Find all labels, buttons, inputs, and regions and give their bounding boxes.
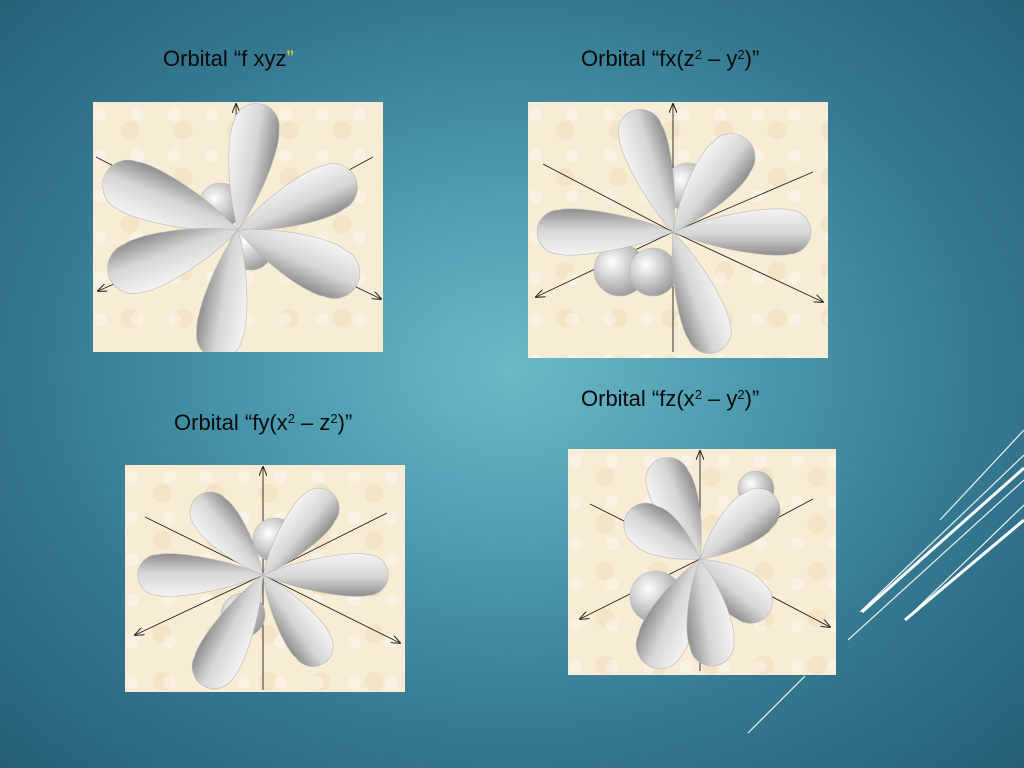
orbital-label-fxyz: Orbital “f xyz”	[163, 46, 294, 71]
orbital-lobe-3	[536, 208, 674, 256]
orbital-label-fy-x2-z2: Orbital “fy(x2 – z2)”	[174, 410, 353, 435]
orbital-lobe-2	[262, 487, 340, 576]
orbital-lobe-2	[672, 133, 756, 233]
orbital-lobe-5	[671, 231, 732, 354]
orbital-lobe-2	[237, 163, 358, 231]
orbital-lobe-6	[262, 574, 334, 667]
axis-line	[672, 231, 823, 302]
orbital-lobe-2	[623, 502, 701, 560]
orbital-diagram-fx-z2-y2	[528, 102, 828, 358]
orbital-lobe-6	[686, 558, 735, 667]
orbital-lobe-1	[102, 159, 239, 231]
axis-line	[542, 163, 674, 233]
orbital-diagram-fz-x2-y2	[568, 449, 836, 675]
orbital-diagram-fxyz	[93, 102, 383, 352]
orbital-lobe-4	[262, 553, 389, 597]
axis-line	[262, 574, 400, 643]
orbital-small-lobe-3	[628, 247, 678, 297]
orbital-lobe-3	[137, 553, 264, 597]
orbital-diagram-fy-x2-z2	[125, 465, 405, 692]
orbital-lobe-5	[228, 103, 280, 231]
orbital-lobe-4	[672, 208, 812, 256]
axis-line	[135, 574, 264, 635]
axis-line	[672, 171, 814, 233]
orbital-lobe-3	[699, 487, 781, 560]
orbital-label-fx-z2-y2: Orbital “fx(z2 – y2)”	[581, 46, 760, 71]
orbital-lobe-1	[189, 491, 264, 576]
orbital-label-fz-x2-y2: Orbital “fz(x2 – y2)”	[581, 386, 760, 411]
orbital-lobe-6	[196, 229, 248, 352]
orbital-lobe-4	[237, 229, 361, 299]
orbital-lobe-3	[107, 228, 239, 294]
orbital-lobe-5	[191, 574, 264, 689]
orbital-lobe-1	[617, 109, 675, 233]
